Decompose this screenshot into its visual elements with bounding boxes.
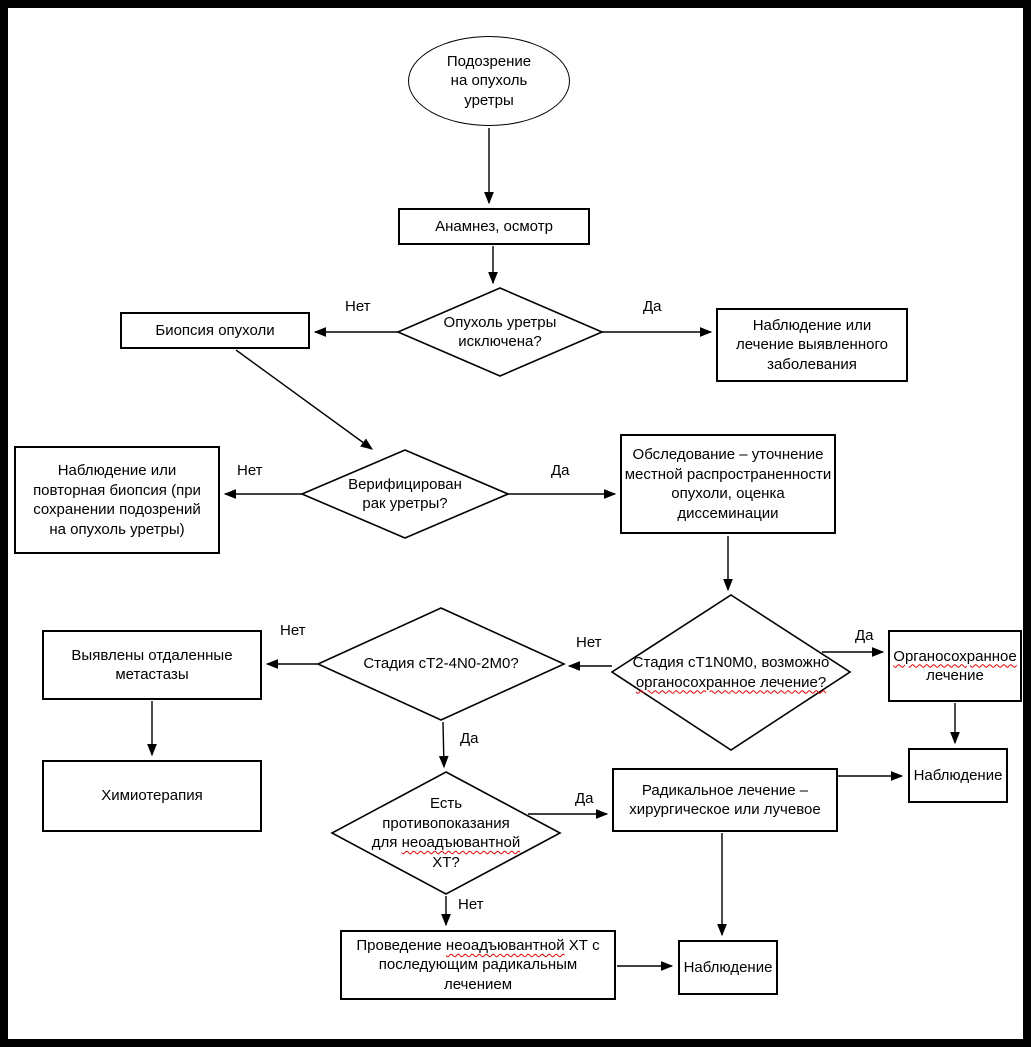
edge-label-excluded-yes: Да <box>643 298 662 315</box>
node-observation-mid: Наблюдение <box>678 940 778 995</box>
decision-verified-label: Верифицирован рак уретры? <box>348 475 462 513</box>
contra-wavy-text: неоадъювантной <box>401 834 521 851</box>
node-neoadjuvant-label: Проведение неоадъювантной ХТ с последующ… <box>344 936 612 995</box>
decision-ct24-shape <box>316 607 566 721</box>
node-observation-right: Наблюдение <box>908 748 1008 803</box>
edge-label-contra-yes: Да <box>575 790 594 807</box>
decision-excluded-shape <box>395 287 605 377</box>
edge-label-verified-no: Нет <box>237 462 263 479</box>
edge-label-verified-yes: Да <box>551 462 570 479</box>
edge-label-ct1-no: Нет <box>576 634 602 651</box>
decision-excluded-label: Опухоль уретры исключена? <box>443 313 557 351</box>
arrow-biopsy-to-verified <box>235 349 373 450</box>
node-biopsy-label: Биопсия опухоли <box>155 321 275 339</box>
node-observation-mid-label: Наблюдение <box>683 958 773 976</box>
frame-top-bar <box>0 0 1031 8</box>
node-observation-right-label: Наблюдение <box>913 766 1003 784</box>
edge-label-ct24-yes: Да <box>460 730 479 747</box>
node-chemo: Химиотерапия <box>42 760 262 832</box>
node-biopsy: Биопсия опухоли <box>120 312 310 349</box>
edge-label-ct1-yes: Да <box>855 627 874 644</box>
decision-contra-shape <box>330 771 562 895</box>
decision-ct1-shape <box>610 594 852 751</box>
node-anamnesis: Анамнез, осмотр <box>398 208 590 245</box>
decision-contra: Есть противопоказания для неоадъювантной… <box>332 772 560 894</box>
neoadjuvant-text-2: ХТ с последующим радикальным лечением <box>378 936 600 993</box>
node-anamnesis-label: Анамнез, осмотр <box>435 217 553 235</box>
organ-sparing-text: лечение <box>926 667 984 684</box>
node-organ-sparing: Органосохранное лечение <box>888 630 1022 702</box>
organ-sparing-wavy-text: Органосохранное <box>893 647 1017 665</box>
node-start-label: Подозрение на опухоль уретры <box>446 52 532 109</box>
frame-left-bar <box>0 0 8 1047</box>
neoadjuvant-wavy-text: неоадъювантной <box>445 936 565 954</box>
decision-ct1-label: Стадия cT1N0M0, возможно органосохранное… <box>633 653 830 692</box>
ct1-wavy-text: органосохранное лечение? <box>635 673 827 691</box>
node-exam: Обследование – уточнение местной распрос… <box>620 434 836 534</box>
frame-right-bar <box>1023 0 1031 1047</box>
node-chemo-label: Химиотерапия <box>101 787 203 805</box>
frame-bottom-bar <box>0 1039 1031 1047</box>
decision-ct24: Стадия cT2-4N0-2M0? <box>318 608 564 720</box>
node-metastases-label: Выявлены отдаленные метастазы <box>71 646 233 684</box>
arrow-ct24-yes-to-contra <box>438 721 449 769</box>
edge-label-excluded-no: Нет <box>345 298 371 315</box>
node-metastases: Выявлены отдаленные метастазы <box>42 630 262 700</box>
decision-verified-shape <box>299 449 511 539</box>
node-observe-rebiopsy-label: Наблюдение или повторная биопсия (при со… <box>33 462 201 538</box>
node-exam-label: Обследование – уточнение местной распрос… <box>624 446 832 522</box>
decision-ct24-label: Стадия cT2-4N0-2M0? <box>363 655 519 673</box>
node-start: Подозрение на опухоль уретры <box>408 36 570 126</box>
node-organ-sparing-label: Органосохранное лечение <box>893 647 1016 686</box>
node-observe-or-treat: Наблюдение или лечение выявленного забол… <box>716 308 908 382</box>
contra-text-2: ХТ? <box>432 853 460 871</box>
edge-label-contra-no: Нет <box>458 896 484 913</box>
contra-text-1: Есть противопоказания для <box>371 795 510 851</box>
node-observe-or-treat-label: Наблюдение или лечение выявленного забол… <box>736 316 888 373</box>
node-neoadjuvant: Проведение неоадъювантной ХТ с последующ… <box>340 930 616 1000</box>
node-observe-rebiopsy: Наблюдение или повторная биопсия (при со… <box>14 446 220 554</box>
node-radical: Радикальное лечение – хирургическое или … <box>612 768 838 832</box>
neoadjuvant-text-1: Проведение <box>356 936 446 954</box>
ct1-text: Стадия cT1N0M0, возможно <box>632 654 830 671</box>
decision-excluded: Опухоль уретры исключена? <box>398 288 602 376</box>
node-radical-label: Радикальное лечение – хирургическое или … <box>629 781 821 819</box>
decision-contra-label: Есть противопоказания для неоадъювантной… <box>372 794 520 872</box>
edge-label-ct24-no: Нет <box>280 622 306 639</box>
decision-verified: Верифицирован рак уретры? <box>302 450 508 538</box>
decision-ct1: Стадия cT1N0M0, возможно органосохранное… <box>612 595 850 750</box>
